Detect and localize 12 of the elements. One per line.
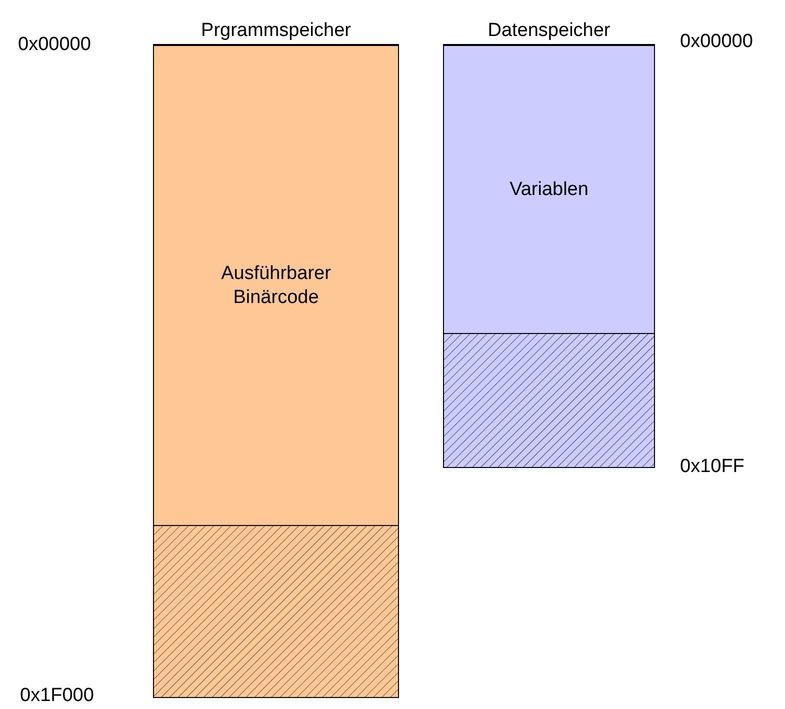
memory-region bbox=[444, 45, 654, 333]
hatched-region bbox=[444, 333, 654, 467]
hatched-region bbox=[154, 525, 398, 697]
region-label: Variablen bbox=[508, 178, 590, 202]
address-label: 0x00000 bbox=[680, 30, 753, 54]
memory-region bbox=[154, 45, 398, 525]
column-heading: Prgrammspeicher bbox=[200, 19, 352, 43]
region-label: Ausführbarer Binärcode bbox=[220, 262, 332, 310]
address-label: 0x1F000 bbox=[20, 684, 94, 708]
column-heading: Datenspeicher bbox=[486, 19, 612, 43]
address-label: 0x00000 bbox=[18, 33, 91, 57]
address-label: 0x10FF bbox=[680, 455, 744, 479]
